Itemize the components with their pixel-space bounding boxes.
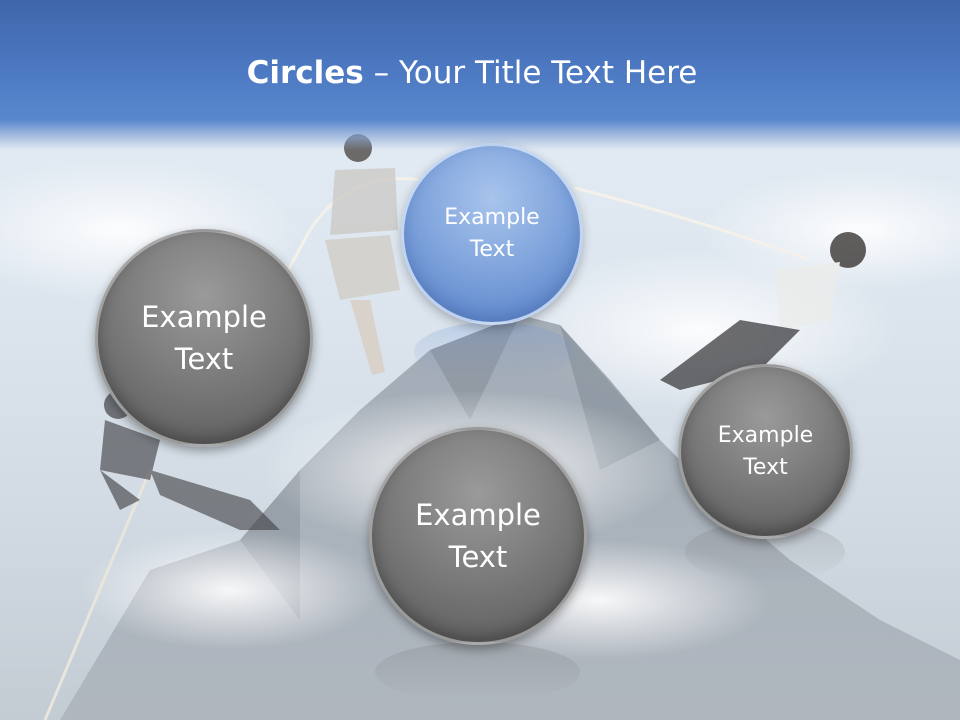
circle-label: Example Text	[141, 299, 267, 376]
circle-label: Example Text	[444, 205, 540, 262]
figure-man-right	[660, 232, 866, 390]
figure-woman	[325, 134, 400, 375]
slide-title[interactable]: Circles – Your Title Text Here	[0, 55, 944, 91]
rope	[43, 469, 152, 720]
circle-label: Example Text	[415, 497, 541, 574]
title-bold-part: Circles	[246, 55, 364, 91]
circle-label: Example Text	[717, 422, 814, 480]
circle-bottom-center[interactable]: Example Text	[369, 427, 587, 645]
rope	[574, 186, 811, 262]
title-banner	[0, 0, 960, 150]
circle-right-small[interactable]: Example Text	[678, 364, 853, 539]
circle-reflection	[375, 642, 580, 702]
circle-reflection	[414, 322, 574, 382]
title-rest-part: – Your Title Text Here	[363, 55, 698, 91]
circle-left-large[interactable]: Example Text	[95, 229, 313, 447]
circle-top-blue[interactable]: Example Text	[401, 143, 583, 325]
